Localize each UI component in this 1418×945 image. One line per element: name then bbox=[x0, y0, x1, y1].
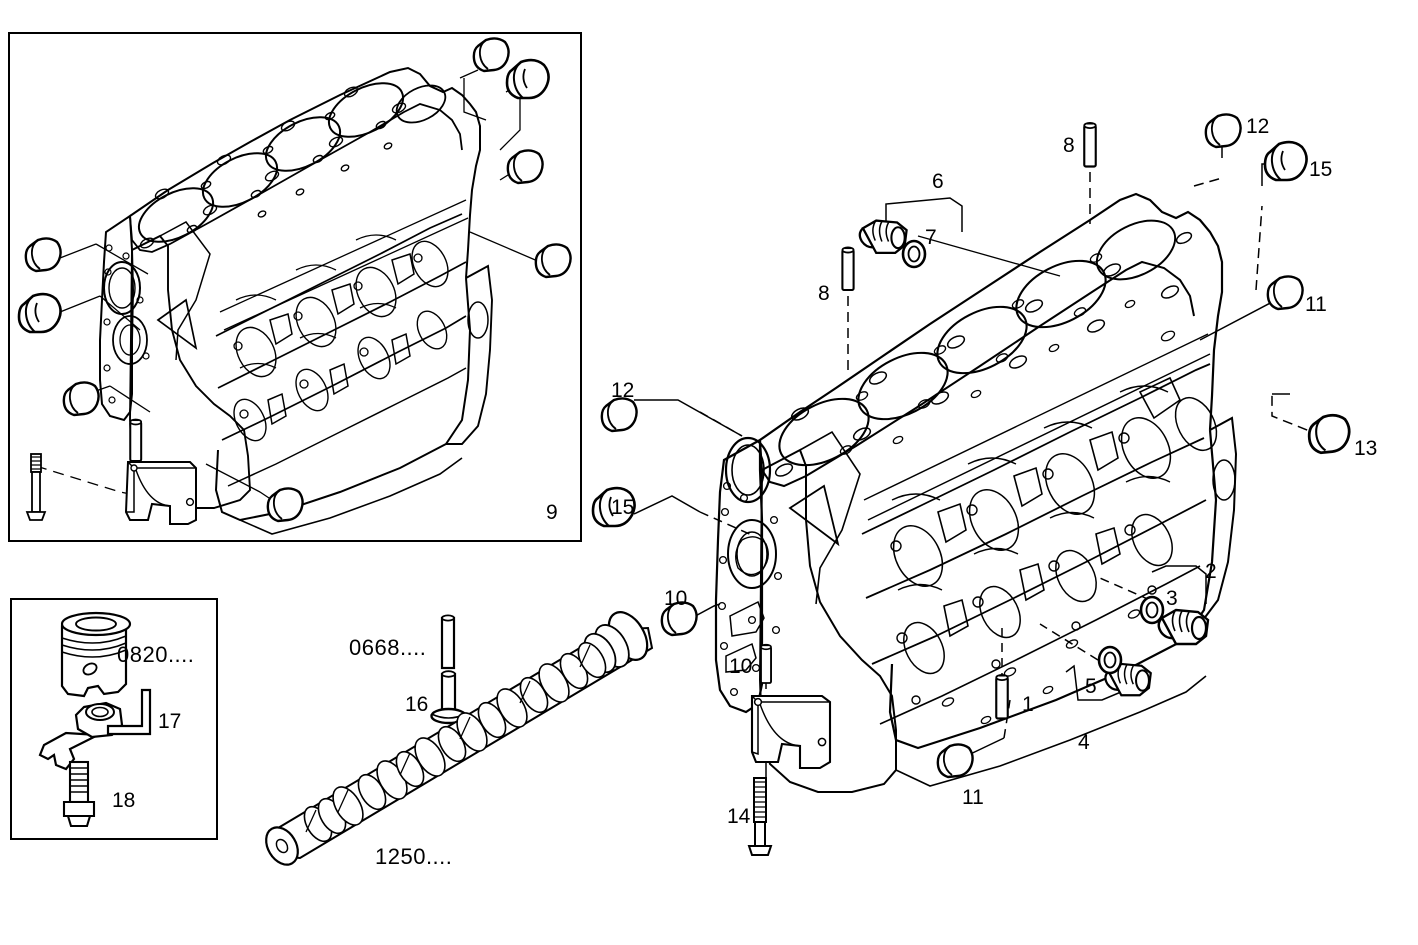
callout-threaded-plug-top: 6 bbox=[932, 170, 944, 193]
callout-sealing-washer-large: 3 bbox=[1166, 587, 1178, 610]
callout-camshaft-bush-top: 15 bbox=[1309, 158, 1333, 181]
callout-nozzle-retaining-bolt: 18 bbox=[112, 789, 136, 812]
callout-threaded-plug-small: 4 bbox=[1078, 731, 1090, 754]
pushrod-drawing bbox=[440, 614, 456, 670]
oil-nozzle-drawing bbox=[38, 688, 152, 771]
callout-dowel-pin-bearing: 10 bbox=[729, 655, 753, 678]
callout-core-plug-lower: 11 bbox=[962, 786, 984, 809]
callout-dowel-pin-right: 8 bbox=[1063, 134, 1075, 157]
callout-core-plug-rear-large: 13 bbox=[1354, 437, 1378, 460]
callout-sealing-washer-top: 7 bbox=[925, 226, 937, 249]
callout-core-plug-front: 10 bbox=[664, 587, 688, 610]
callout-core-plug-left: 12 bbox=[611, 379, 635, 402]
callout-valve-tappet: 16 bbox=[405, 693, 429, 716]
refcode-pushrod-reference: 0668.... bbox=[349, 635, 427, 660]
callout-core-plug-rear-upper: 11 bbox=[1305, 293, 1327, 316]
main-small-parts bbox=[591, 113, 1351, 856]
callout-dowel-pin-left: 8 bbox=[818, 282, 830, 305]
callout-sealing-washer-small: 5 bbox=[1085, 675, 1097, 698]
refcode-camshaft-reference: 1250.... bbox=[375, 844, 453, 869]
nozzle-bolt-drawing bbox=[62, 760, 96, 828]
main-callout-leaders bbox=[633, 135, 1323, 782]
camshaft-drawing bbox=[265, 611, 654, 866]
inset-block-frame bbox=[8, 32, 582, 542]
callout-core-plug-top: 12 bbox=[1246, 115, 1270, 138]
callout-oil-spray-nozzle: 17 bbox=[158, 710, 182, 733]
callout-main-bearing-cap-bolt: 14 bbox=[727, 805, 751, 828]
callout-block-assembly-index: 9 bbox=[546, 501, 558, 524]
callout-dowel-pin-lower: 1 bbox=[1022, 693, 1034, 716]
callout-camshaft-bush-left: 15 bbox=[611, 496, 635, 519]
refcode-piston-reference: 0820.... bbox=[117, 642, 195, 667]
piston-drawing bbox=[60, 611, 132, 698]
inset-parts-frame bbox=[10, 598, 218, 840]
main-engine-block-drawing bbox=[714, 192, 1238, 793]
inset-engine-block-drawing bbox=[99, 66, 493, 535]
inset-small-parts bbox=[17, 37, 572, 525]
callout-threaded-plug-large: 2 bbox=[1205, 560, 1217, 583]
